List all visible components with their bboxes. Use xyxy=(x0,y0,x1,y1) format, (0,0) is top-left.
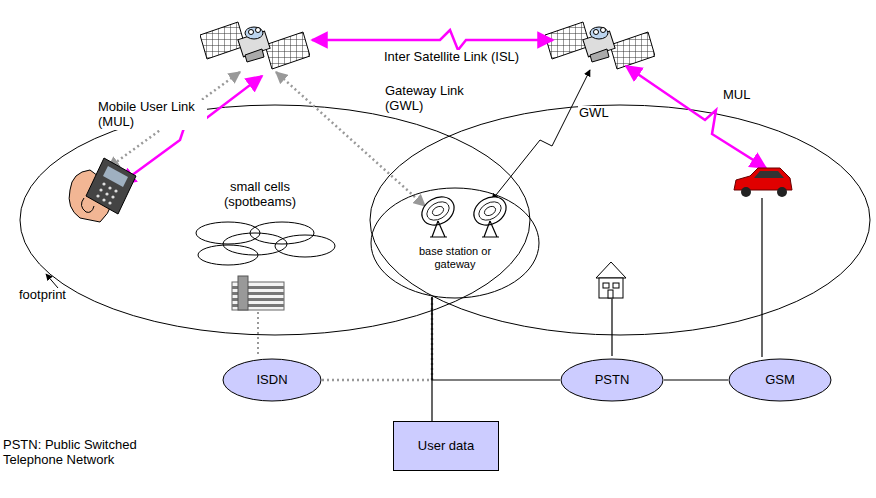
node-text: User data xyxy=(418,439,474,454)
network-ellipse: PSTN xyxy=(560,358,664,402)
house xyxy=(596,262,626,298)
link-label: GWL xyxy=(578,106,610,121)
isl-link xyxy=(312,30,553,50)
data-box: User data xyxy=(393,421,499,471)
wire xyxy=(257,312,259,356)
network-ellipse: ISDN xyxy=(222,358,322,402)
link-label: Mobile User Link (MUL) xyxy=(97,100,207,130)
node-text: ISDN xyxy=(256,373,287,388)
link-label: Inter Satellite Link (ISL) xyxy=(383,50,520,65)
mobile-phone xyxy=(69,158,136,222)
mul-link xyxy=(120,76,262,184)
mul-link xyxy=(626,66,766,168)
satellite-dish xyxy=(417,191,459,237)
link-label: MUL xyxy=(722,88,751,103)
satellite xyxy=(545,22,655,69)
node-text: PSTN xyxy=(595,373,630,388)
wire xyxy=(611,299,612,356)
gateway-region: base station or gateway xyxy=(370,187,540,299)
spotbeams xyxy=(196,222,335,265)
node-outline xyxy=(370,187,540,299)
region-label: footprint xyxy=(18,288,67,303)
network-ellipse: GSM xyxy=(728,358,832,402)
note: PSTN: Public Switched Telephone Network xyxy=(2,438,169,468)
gwl-link xyxy=(492,70,590,200)
office-building xyxy=(232,276,284,310)
connector xyxy=(432,297,560,380)
connector xyxy=(322,297,432,380)
node-text: base station or gateway xyxy=(415,245,495,270)
wire xyxy=(761,198,762,357)
footprint-left xyxy=(20,105,530,335)
link-label: Gateway Link (GWL) xyxy=(384,84,476,114)
car xyxy=(734,168,792,197)
satellite xyxy=(200,22,310,69)
footprint-pointer xyxy=(46,274,58,288)
node-text: GSM xyxy=(765,373,795,388)
connector xyxy=(664,379,728,380)
footprint-right xyxy=(370,105,870,335)
region-label: small cells (spotbeams) xyxy=(214,180,306,210)
